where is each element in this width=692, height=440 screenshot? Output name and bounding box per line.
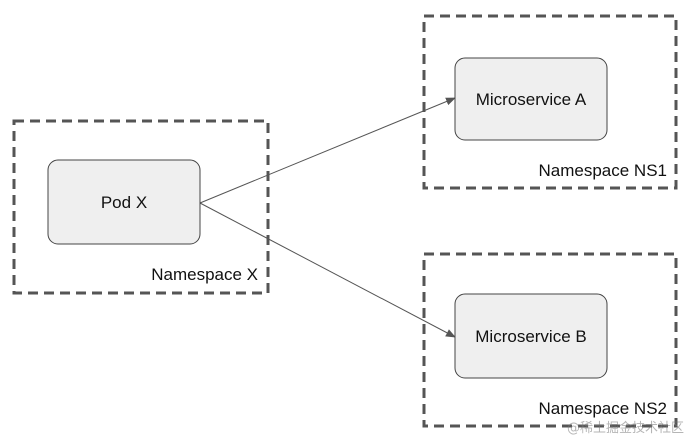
namespace-ns1-label: Namespace NS1 (538, 161, 667, 180)
node-microservice-b: Microservice B (454, 293, 608, 379)
edge-pod-x-to-microservice-a (199, 97, 456, 204)
namespace-x-label: Namespace X (151, 265, 258, 284)
node-pod-x: Pod X (47, 159, 201, 245)
node-microservice-a: Microservice A (454, 57, 608, 141)
node-microservice-b-label: Microservice B (475, 327, 586, 346)
edge-pod-x-to-microservice-b (199, 202, 456, 338)
node-pod-x-box (47, 159, 201, 245)
node-pod-x-label: Pod X (101, 193, 147, 212)
watermark-text: @稀土掘金技术社区 (566, 421, 684, 436)
node-microservice-a-label: Microservice A (476, 90, 587, 109)
node-microservice-b-box (454, 293, 608, 379)
namespace-ns2-label: Namespace NS2 (538, 399, 667, 418)
node-microservice-a-box (454, 57, 608, 141)
namespace-ns2-group: Namespace NS2 (422, 252, 678, 428)
namespace-ns1-boundary (422, 14, 678, 190)
namespace-x-boundary (12, 119, 270, 295)
namespace-ns2-boundary (422, 252, 678, 428)
namespace-ns1-group: Namespace NS1 (422, 14, 678, 190)
namespace-x-group: Namespace X (12, 119, 270, 295)
